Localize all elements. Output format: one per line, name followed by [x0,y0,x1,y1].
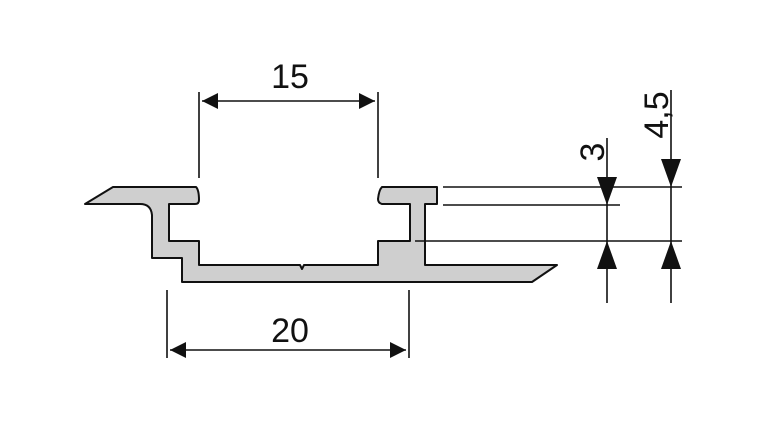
aluminium-profile-section [84,186,558,283]
dimension-label-4-5: 4,5 [638,91,676,138]
dimension-label-3: 3 [574,143,612,162]
dimension-label-20: 20 [271,312,309,350]
dimension-label-15: 15 [271,58,309,96]
dimension-base-width [166,290,410,358]
dimension-opening-width [198,92,379,178]
arrow-heads [597,159,681,269]
